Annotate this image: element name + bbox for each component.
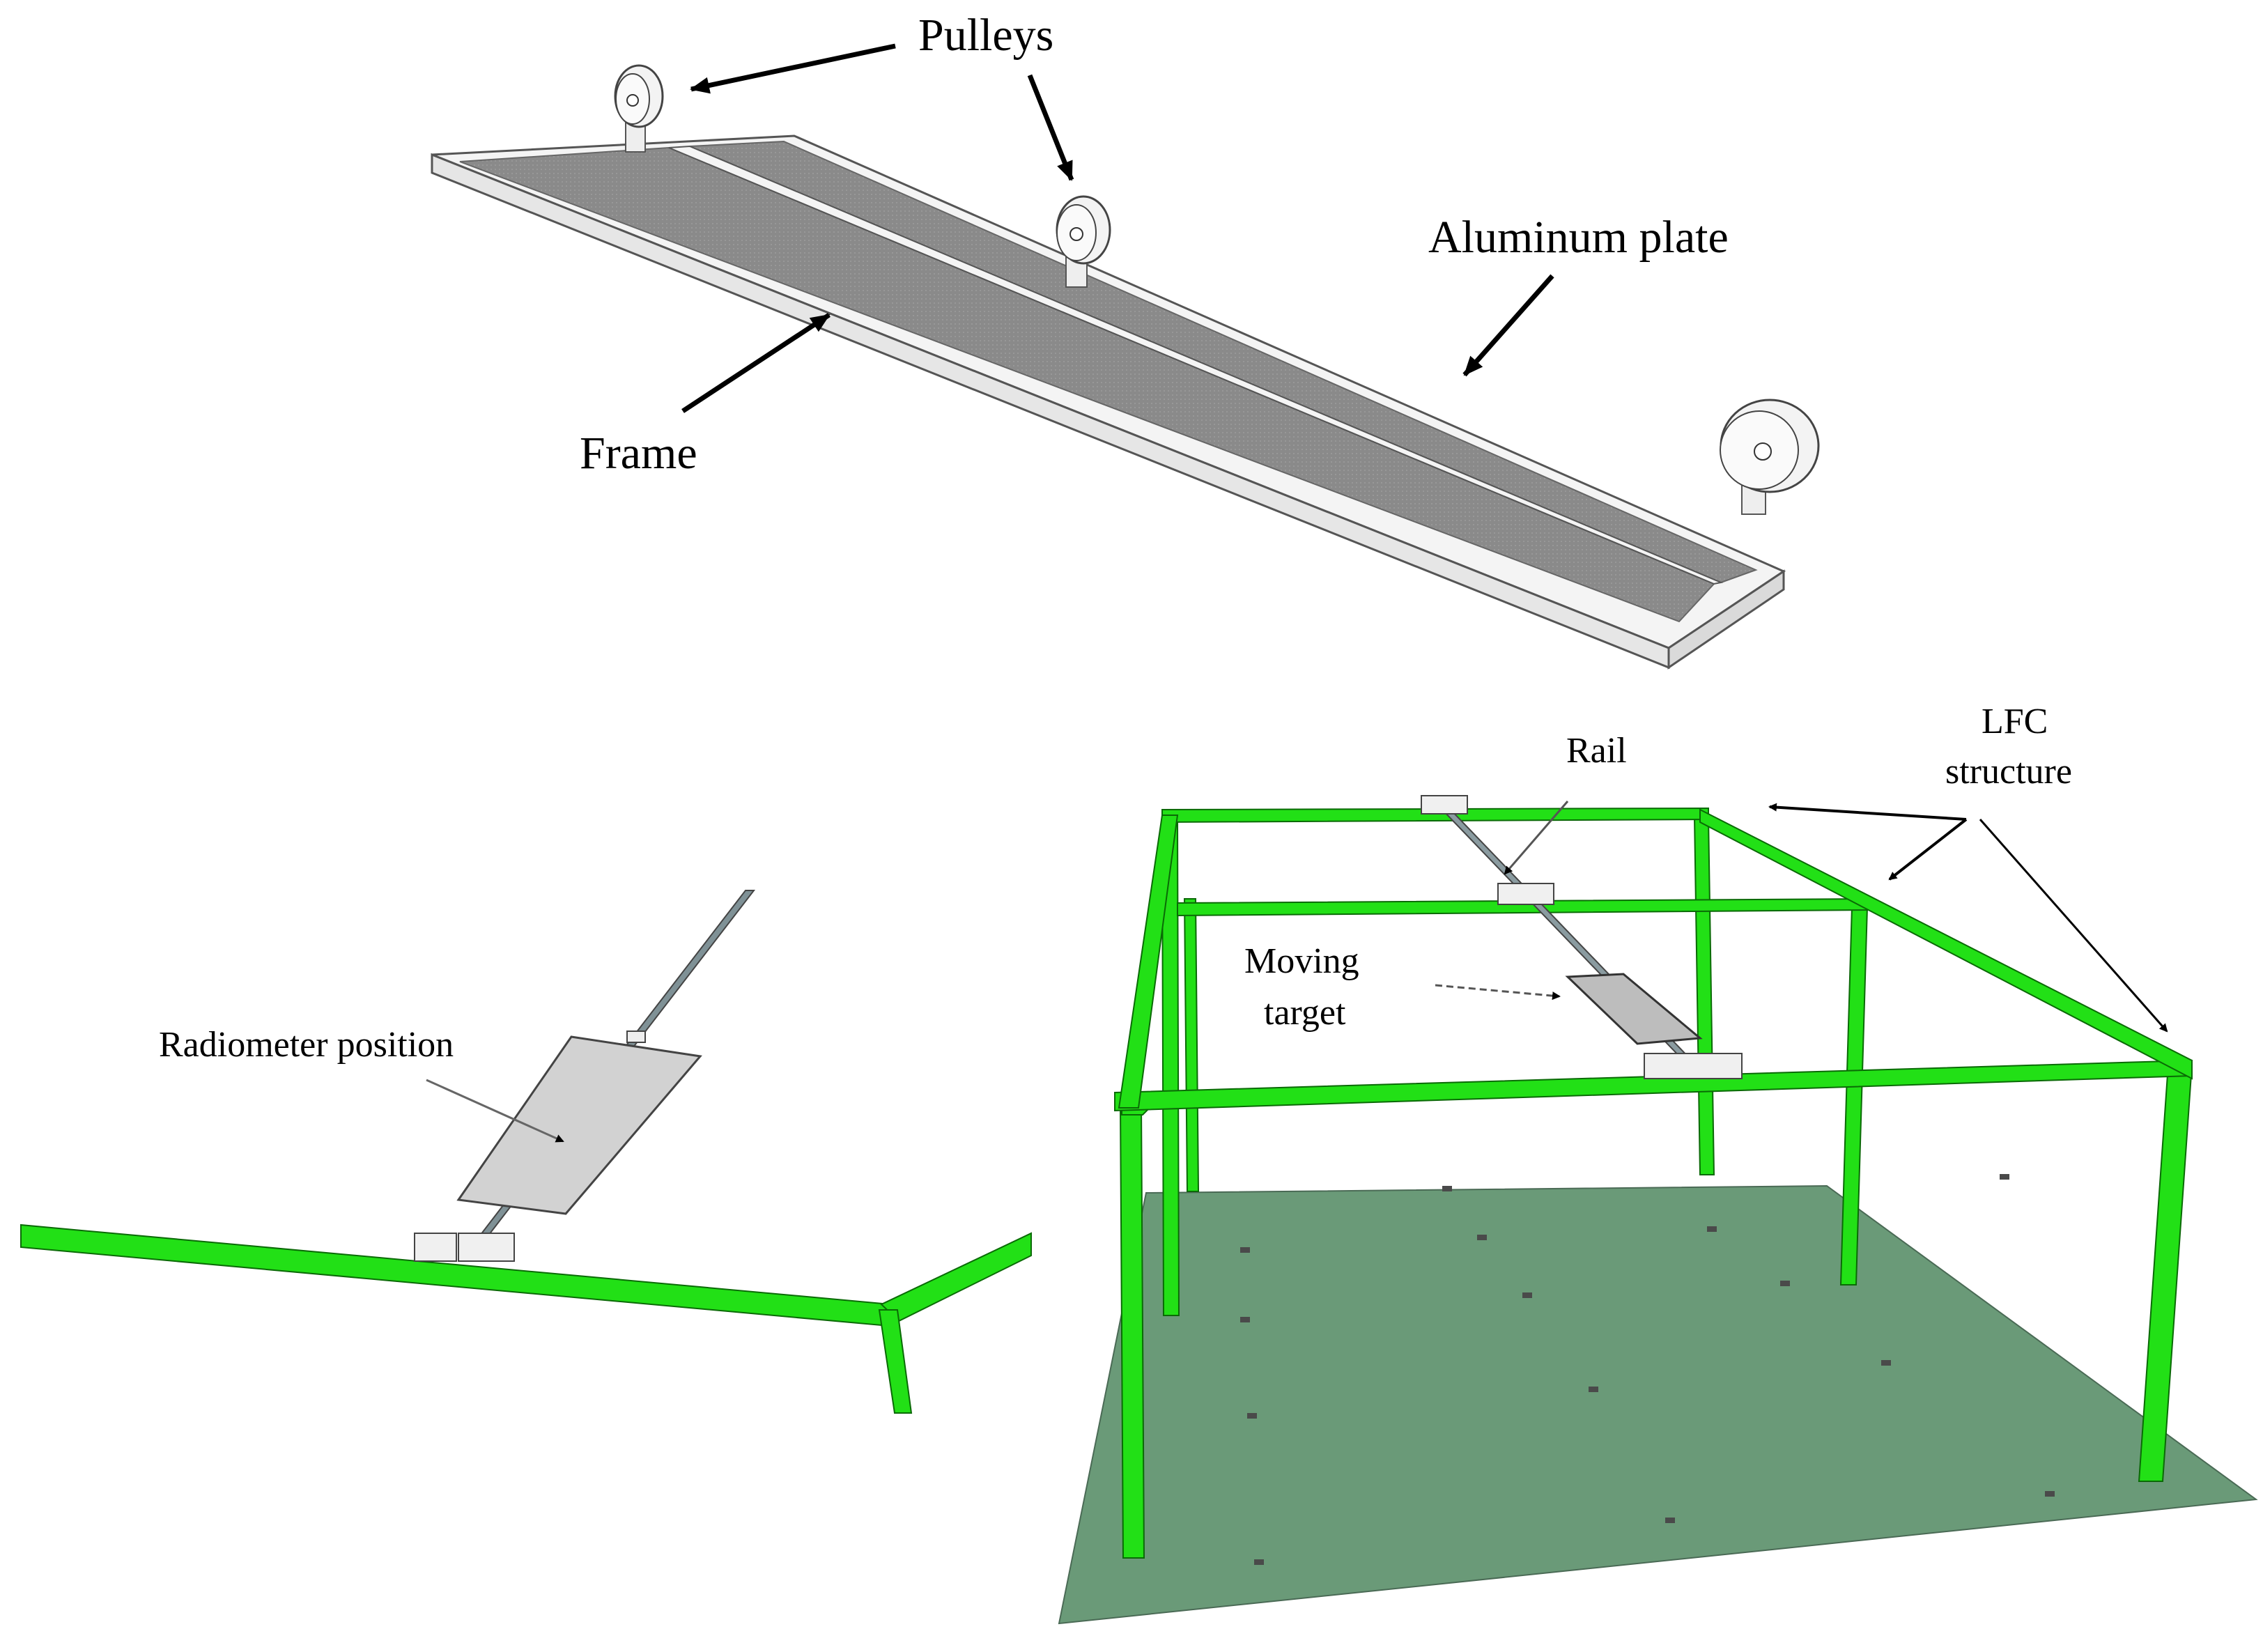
rail-clamps xyxy=(414,1233,515,1262)
lfc-structure-panel: Rail LFC structure Moving target xyxy=(1058,702,2258,1625)
lfc-label-line1: LFC xyxy=(1982,702,2048,741)
pulleys-label: Pulleys xyxy=(918,10,1053,61)
ground-plane xyxy=(1058,1184,2258,1625)
radiometer-position-label: Radiometer position xyxy=(159,1025,454,1065)
pulley-right xyxy=(1720,399,1820,515)
lfc-arrow-3 xyxy=(1979,819,2168,1033)
moving-target xyxy=(1565,973,1703,1045)
rail-arrow xyxy=(1504,801,1569,875)
radiometer-pointer xyxy=(426,1079,564,1143)
aluminum-plate-label: Aluminum plate xyxy=(1428,212,1729,263)
radiometer-plate xyxy=(456,1035,702,1215)
pulley-left xyxy=(614,64,664,153)
moving-target-arrow xyxy=(1435,984,1561,1001)
ground-anchors xyxy=(1240,1174,2055,1565)
radiometer-detail-panel: Radiometer position xyxy=(20,890,1032,1414)
rail-clamps-lfc xyxy=(1421,795,1743,1079)
lfc-label-line2: structure xyxy=(1945,752,2072,792)
moving-target-label-line2: target xyxy=(1264,993,1346,1033)
lfc-arrow-2 xyxy=(1888,818,1968,881)
structure-legs xyxy=(1119,816,2193,1559)
pulley-rig-panel: Pulleys Aluminum plate Frame xyxy=(431,10,1820,670)
beam-vertical xyxy=(878,1309,913,1414)
aluminum-plate-arrow xyxy=(1462,274,1554,377)
structure-beams xyxy=(1114,807,2193,1112)
pulleys-arrow-middle xyxy=(1027,74,1074,181)
moving-target-label-line1: Moving xyxy=(1244,941,1359,981)
pulley-middle xyxy=(1056,195,1111,288)
pulleys-arrow-left xyxy=(690,43,896,94)
lfc-arrow-1 xyxy=(1768,803,1967,821)
frame-arrow xyxy=(681,313,831,413)
beam-angled xyxy=(880,1232,1032,1322)
frame-label: Frame xyxy=(580,428,697,479)
rail-label: Rail xyxy=(1566,731,1627,771)
center-rail xyxy=(668,145,1724,585)
